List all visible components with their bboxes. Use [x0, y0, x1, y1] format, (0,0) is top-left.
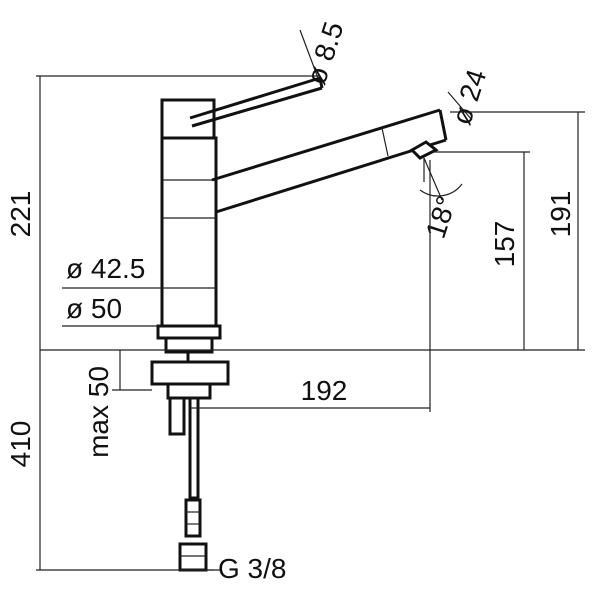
- dim-max-deck: max 50: [83, 350, 152, 458]
- dim-157-label: 157: [489, 221, 520, 268]
- dim-angle: 18°: [419, 157, 463, 242]
- dim-410: 410: [5, 350, 220, 571]
- dim-410-label: 410: [5, 421, 36, 468]
- dim-191: 191: [450, 111, 585, 350]
- dim-192-label: 192: [301, 375, 348, 406]
- dim-221-label: 221: [5, 191, 36, 238]
- dim-spout-diameter-label: ø 24: [446, 66, 493, 129]
- dim-192: 192: [190, 160, 431, 412]
- dim-connection: G 3/8: [206, 553, 286, 584]
- faucet-body: [156, 76, 324, 340]
- fixing-assembly: [150, 336, 230, 572]
- dim-body-diameters: ø 42.5 ø 50: [62, 253, 162, 327]
- dim-lever-diameter: ø 8.5: [299, 18, 350, 88]
- faucet-spout: [211, 108, 448, 214]
- dim-221: 221: [5, 75, 320, 350]
- dim-spout-diameter: ø 24: [446, 66, 493, 129]
- dim-angle-label: 18°: [420, 192, 463, 242]
- dim-191-label: 191: [545, 191, 576, 238]
- dim-157: 157: [432, 151, 530, 350]
- dim-max-deck-label: max 50: [83, 366, 114, 458]
- dim-connection-label: G 3/8: [218, 553, 286, 584]
- dim-lever-diameter-label: ø 8.5: [300, 18, 349, 88]
- dim-body-upper-label: ø 42.5: [66, 253, 145, 284]
- dim-body-lower-label: ø 50: [66, 293, 122, 324]
